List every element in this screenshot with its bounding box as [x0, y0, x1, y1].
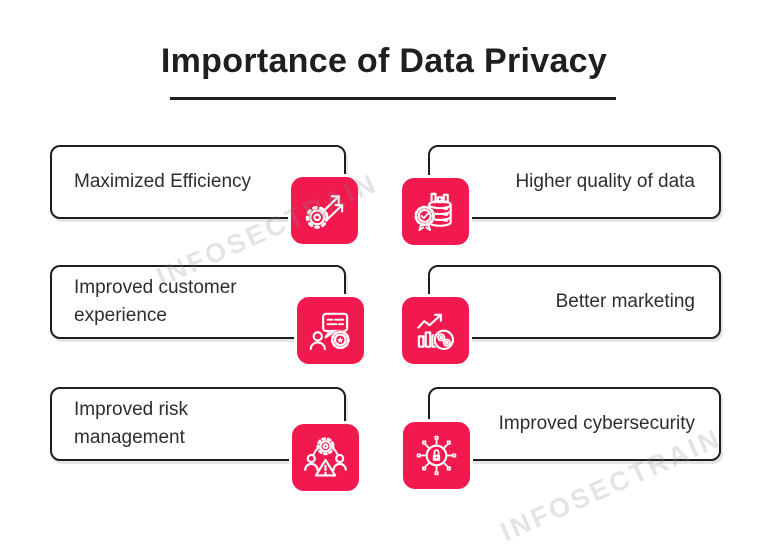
growth-chart-coin-icon: [399, 294, 472, 367]
team-gear-warning-icon: [289, 421, 362, 494]
title-underline: [170, 97, 616, 100]
database-quality-badge-icon: [399, 175, 472, 248]
card-label: Maximized Efficiency: [74, 171, 252, 192]
card-label: Higher quality of data: [515, 171, 695, 192]
card-better-marketing: Better marketing: [428, 265, 721, 339]
card-label: Improved risk management: [74, 399, 189, 448]
gear-growth-arrows-icon: [288, 174, 361, 247]
card-improved-cybersecurity: Improved cybersecurity: [428, 387, 721, 461]
circuit-chip-lock-icon: [400, 419, 473, 492]
card-label: Better marketing: [555, 291, 695, 312]
card-label: Improved cybersecurity: [498, 413, 695, 434]
customer-feedback-chat-icon: [294, 294, 367, 367]
card-label: Improved customer experience: [74, 277, 237, 326]
page-title: Importance of Data Privacy: [160, 42, 608, 80]
